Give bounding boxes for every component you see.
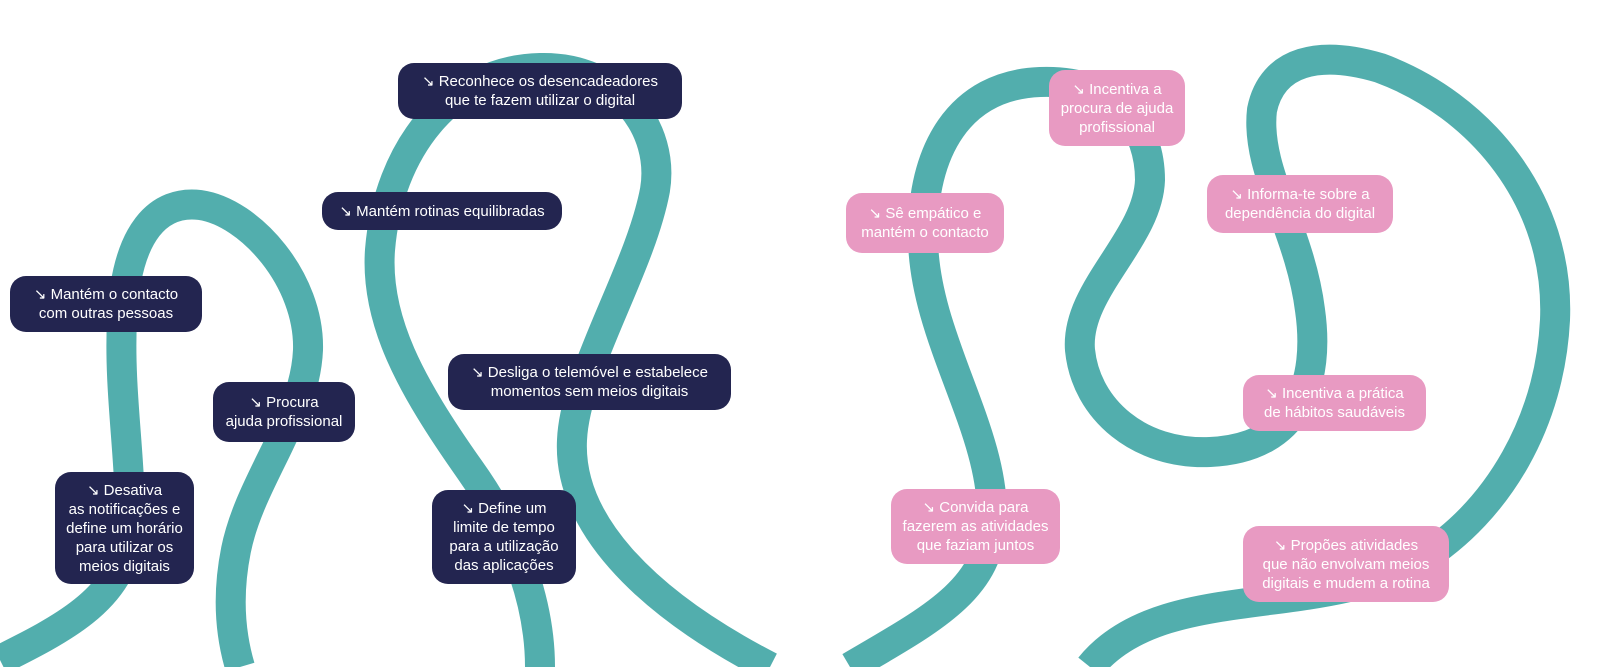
- path-segment-right: [842, 44, 1571, 667]
- tip-text: ↘ Convida para fazerem as atividades que…: [902, 499, 1049, 554]
- tip-mantem-rotinas: ↘ Mantém rotinas equilibradas: [322, 192, 562, 230]
- tip-define-limite: ↘ Define um limite de tempo para a utili…: [432, 490, 576, 584]
- tip-text: ↘ Desativa as notificações e define um h…: [66, 481, 183, 575]
- tip-propoes-atividades: ↘ Propões atividades que não envolvam me…: [1243, 526, 1449, 602]
- tip-se-empatico: ↘ Sê empático e mantém o contacto: [846, 193, 1004, 253]
- tip-text: ↘ Reconhece os desencadeadores que te fa…: [421, 73, 659, 109]
- tip-text: ↘ Mantém rotinas equilibradas: [339, 202, 545, 220]
- tip-text: ↘ Informa-te sobre a dependência do digi…: [1224, 186, 1376, 222]
- tip-text: ↘ Propões atividades que não envolvam me…: [1262, 536, 1430, 592]
- tip-informa-te: ↘ Informa-te sobre a dependência do digi…: [1207, 175, 1393, 233]
- tip-desliga-telemovel: ↘ Desliga o telemóvel e estabelece momen…: [448, 354, 731, 410]
- tip-incentiva-procura-ajuda: ↘ Incentiva a procura de ajuda profissio…: [1049, 70, 1185, 146]
- tip-procura-ajuda: ↘ Procura ajuda profissional: [213, 382, 355, 442]
- tip-text: ↘ Mantém o contacto com outras pessoas: [33, 286, 179, 322]
- tip-desativa-notificacoes: ↘ Desativa as notificações e define um h…: [55, 472, 194, 584]
- tip-mantem-contacto: ↘ Mantém o contacto com outras pessoas: [10, 276, 202, 332]
- tip-text: ↘ Incentiva a procura de ajuda profissio…: [1060, 80, 1174, 136]
- tip-reconhece-desencadeadores: ↘ Reconhece os desencadeadores que te fa…: [398, 63, 682, 119]
- tip-incentiva-habitos: ↘ Incentiva a prática de hábitos saudáve…: [1243, 375, 1426, 431]
- tip-text: ↘ Incentiva a prática de hábitos saudáve…: [1264, 385, 1405, 421]
- tip-text: ↘ Define um limite de tempo para a utili…: [449, 500, 559, 574]
- tip-text: ↘ Procura ajuda profissional: [225, 394, 343, 430]
- tip-text: ↘ Desliga o telemóvel e estabelece momen…: [471, 364, 708, 400]
- tip-text: ↘ Sê empático e mantém o contacto: [861, 205, 989, 241]
- tip-convida-atividades: ↘ Convida para fazerem as atividades que…: [891, 489, 1060, 564]
